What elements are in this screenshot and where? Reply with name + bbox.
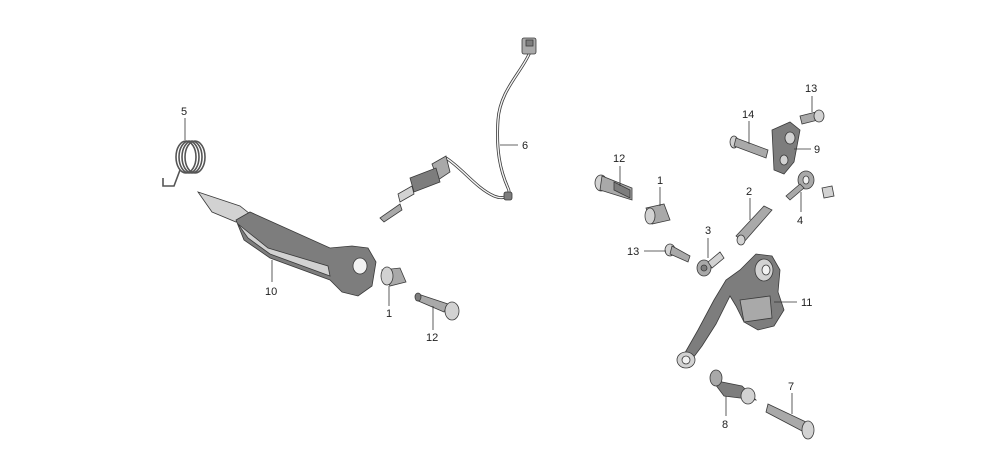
part-11-pedal-arm [676, 253, 785, 369]
part-9-bracket [771, 121, 801, 175]
callout-13-left: 13 [627, 246, 639, 258]
part-3-clevis [696, 251, 725, 277]
part-8-peg-rubber [709, 369, 758, 405]
callout-6: 6 [522, 140, 528, 152]
part-2-pin [735, 205, 773, 246]
part-1-bushing-left [380, 266, 407, 287]
leader-lines [184, 96, 813, 416]
callout-10: 10 [265, 286, 277, 298]
callout-3: 3 [705, 225, 711, 237]
callout-labels: 5 10 1 12 6 12 1 2 3 13 4 11 7 8 9 14 13 [181, 83, 820, 431]
part-14-bolt [729, 135, 769, 159]
callout-7: 7 [788, 381, 794, 393]
callout-8: 8 [722, 419, 728, 431]
callout-13-right: 13 [805, 83, 817, 95]
part-4-rod-end [785, 170, 835, 201]
callout-11: 11 [801, 297, 812, 309]
callout-1-right: 1 [657, 175, 663, 187]
callout-5: 5 [181, 106, 187, 118]
part-10-pedal-lever [196, 191, 377, 297]
part-1-bushing-right [644, 203, 671, 225]
part-13-screw-left [664, 243, 691, 263]
callout-12-right: 12 [613, 153, 625, 165]
part-12-pivot-bolt-right [594, 174, 633, 201]
callout-2: 2 [746, 186, 752, 198]
part-12-pivot-bolt-left [414, 292, 460, 321]
callout-12-left: 12 [426, 332, 438, 344]
part-13-screw-right [799, 109, 825, 125]
part-6-brake-switch-cable [379, 37, 537, 223]
callout-1-left: 1 [386, 308, 392, 320]
callout-14: 14 [742, 109, 754, 121]
callout-4: 4 [797, 215, 803, 227]
callout-9: 9 [814, 144, 820, 156]
part-7-long-bolt [765, 403, 815, 440]
part-5-spring [162, 140, 206, 187]
